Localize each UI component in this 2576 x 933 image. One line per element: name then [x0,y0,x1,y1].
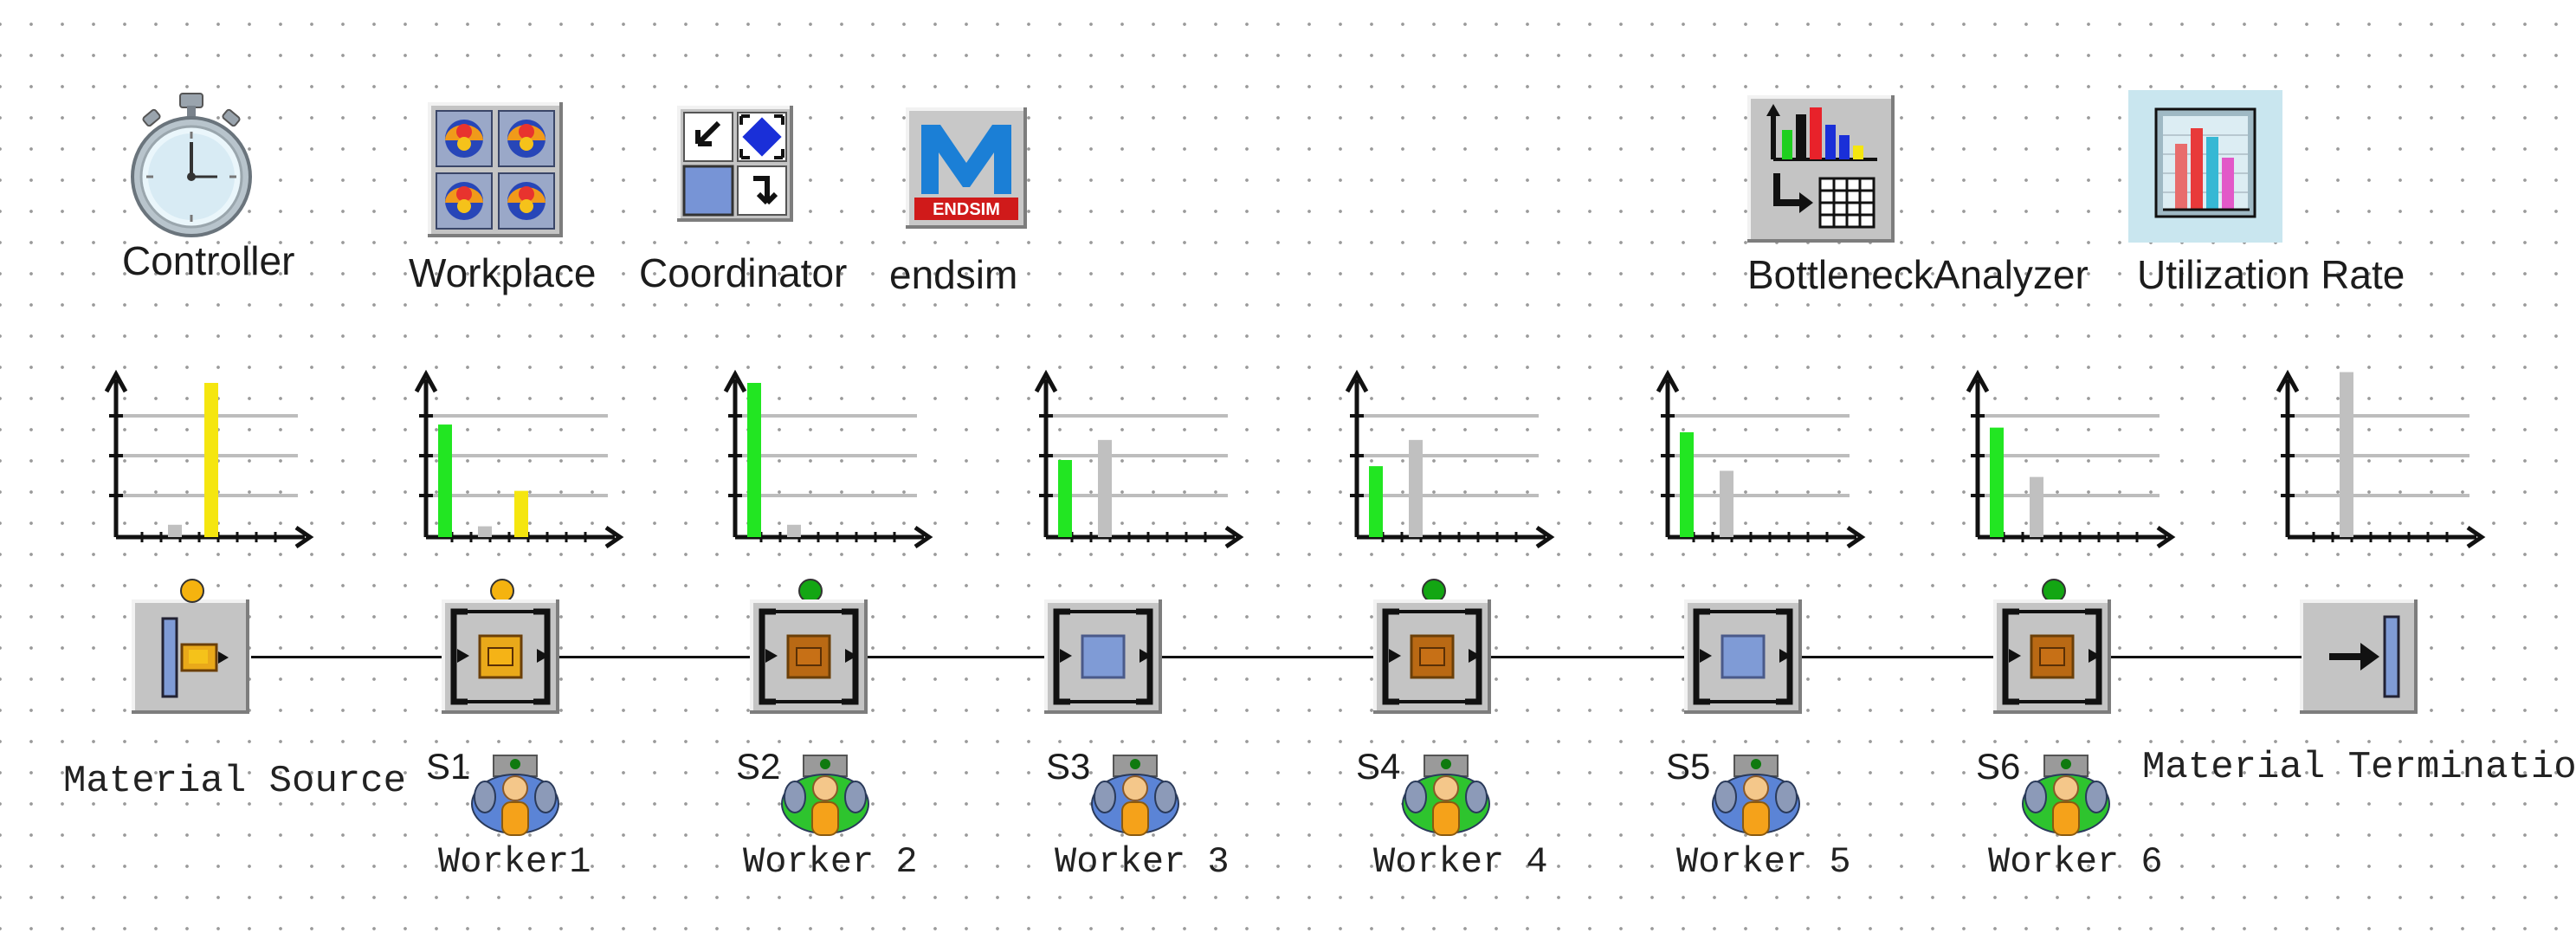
y-axis-arrow [1345,369,1369,393]
drain-flow-stub [2286,656,2302,658]
stats-chart[interactable] [2276,369,2486,553]
bar-working [438,424,452,537]
worker-label: Worker 4 [1373,841,1548,883]
single-proc-station[interactable] [1993,599,2111,714]
workplace-label: Workplace [409,250,597,295]
x-axis-arrow [2156,525,2176,549]
y-axis-arrow [414,369,438,393]
worker-label: Worker 2 [743,841,918,883]
worker-icon[interactable] [1088,754,1183,840]
x-axis-arrow [914,525,933,549]
endsim-label: endsim [889,252,1018,297]
stats-chart[interactable] [104,369,314,553]
bar-waiting [168,524,182,537]
flow-line [251,656,2305,658]
y-axis-arrow [1656,369,1680,393]
controller-label: Controller [122,238,295,283]
worker-icon[interactable] [2018,754,2114,840]
single-proc-station[interactable] [442,599,559,714]
endsim-icon[interactable]: ENDSIM [906,107,1027,229]
worker-icon[interactable] [1708,754,1804,840]
material-termination[interactable] [2300,599,2418,714]
station-tag: S2 [736,746,781,787]
worker-label: Worker 3 [1055,841,1230,883]
single-proc-station[interactable] [750,599,868,714]
coordinator-icon[interactable] [677,106,793,222]
x-axis-arrow [604,525,624,549]
single-proc-station[interactable] [1044,599,1162,714]
material-termination-label: Material Termination [2142,746,2576,789]
status-led [490,579,514,603]
y-axis-arrow [104,369,128,393]
stats-chart[interactable] [723,369,933,553]
bar-waiting [1098,439,1112,537]
y-axis-arrow [723,369,747,393]
controller-icon[interactable] [126,90,256,237]
x-axis-arrow [1224,525,1244,549]
material-source[interactable] [132,599,249,714]
stats-chart[interactable] [414,369,624,553]
y-axis-arrow [2276,369,2300,393]
bottleneck-analyzer-label: BottleneckAnalyzer [1747,252,2089,297]
worker-label: Worker 5 [1676,841,1851,883]
worker-icon[interactable] [1398,754,1494,840]
station-tag: S6 [1976,746,2021,787]
bar-waiting [478,526,492,537]
station-tag: S5 [1666,746,1711,787]
bar-waiting [2340,372,2353,537]
endsim-badge: ENDSIM [933,200,1000,219]
bar-blocked [204,383,218,537]
x-axis-arrow [2466,525,2486,549]
stats-chart[interactable] [1656,369,1866,553]
utilization-rate-icon[interactable] [2128,90,2282,243]
stats-chart[interactable] [1966,369,2176,553]
stats-chart[interactable] [1034,369,1244,553]
bar-waiting [787,524,801,537]
station-tag: S1 [426,746,471,787]
bar-working [1680,431,1694,537]
bar-waiting [1720,470,1733,537]
bar-waiting [1409,439,1423,537]
worker-icon[interactable] [468,754,563,840]
single-proc-station[interactable] [1684,599,1802,714]
status-led [180,579,204,603]
single-proc-station[interactable] [1373,599,1491,714]
worker-label: Worker1 [438,841,591,883]
stats-chart[interactable] [1345,369,1555,553]
station-tag: S4 [1356,746,1401,787]
worker-label: Worker 6 [1988,841,2163,883]
bar-working [747,383,761,537]
coordinator-label: Coordinator [639,250,848,295]
worker-icon[interactable] [778,754,873,840]
y-axis-arrow [1034,369,1058,393]
bar-working [1990,427,2004,537]
bottleneck-analyzer-icon[interactable] [1747,95,1895,243]
utilization-rate-label: Utilization Rate [2137,252,2405,297]
bar-blocked [514,490,528,537]
x-axis-arrow [1846,525,1866,549]
y-axis-arrow [1966,369,1990,393]
station-tag: S3 [1046,746,1091,787]
bar-working [1058,460,1072,537]
workplace-icon[interactable] [428,102,563,237]
material-source-label: Material Source [63,760,407,803]
x-axis-arrow [1535,525,1555,549]
bar-working [1369,466,1383,537]
bar-waiting [2030,476,2043,537]
x-axis-arrow [294,525,314,549]
